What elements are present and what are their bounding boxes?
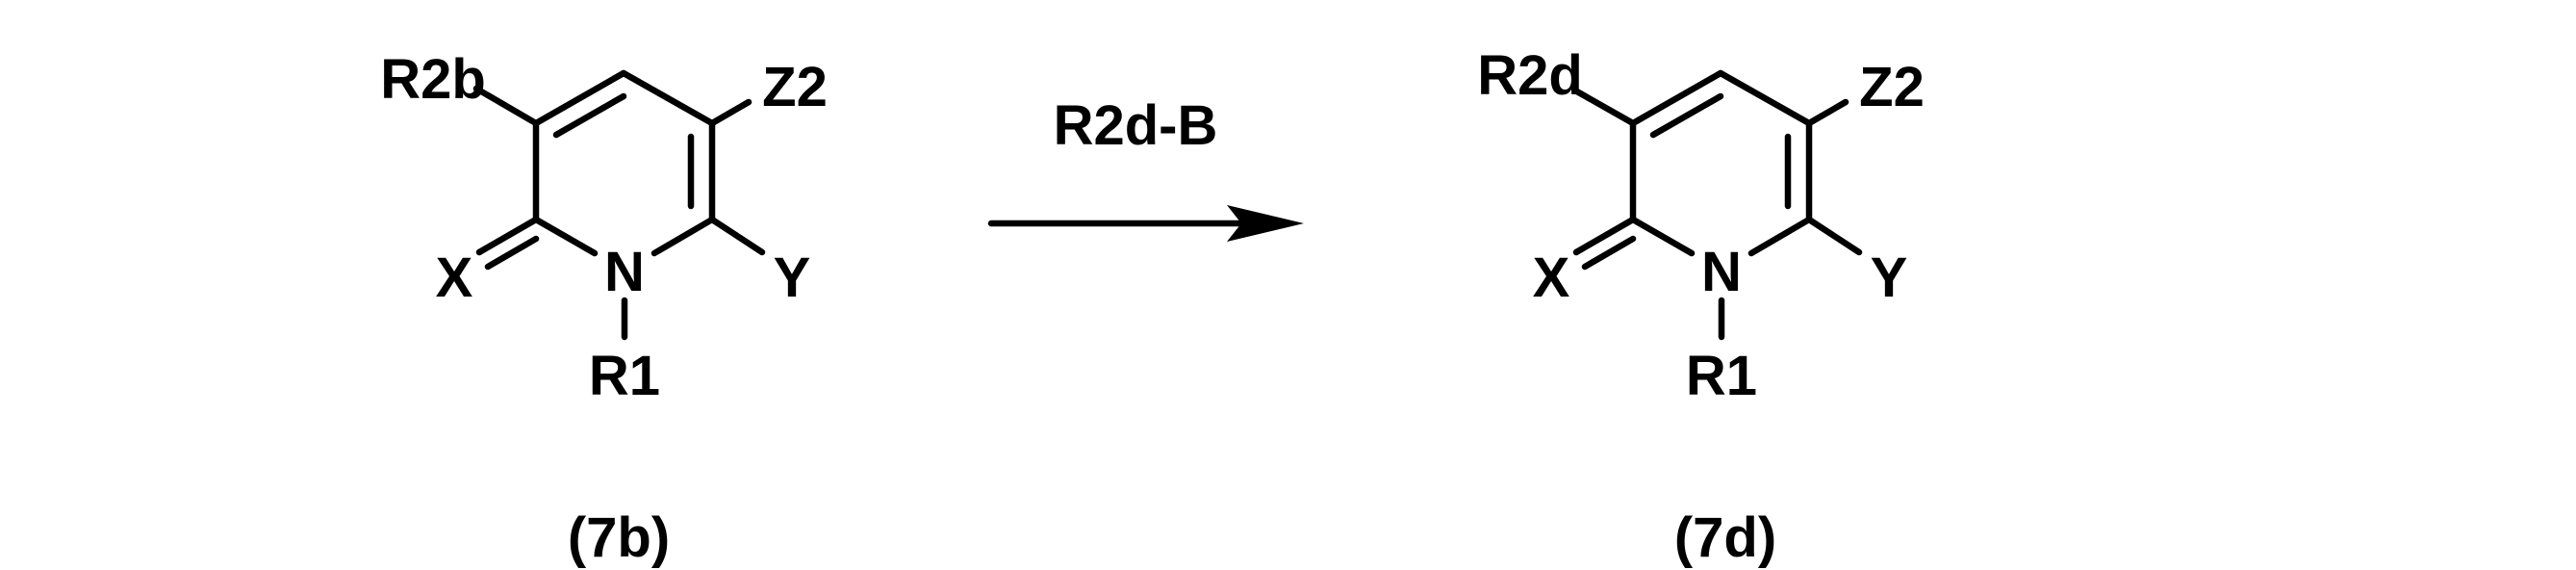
y-label: Y: [1871, 246, 1908, 309]
bond-c2-x-outer: [479, 220, 536, 252]
ring-bond-c2-n: [536, 220, 595, 253]
ring-bond-c4-c5: [624, 73, 712, 123]
reagent-label: R2d-B: [1054, 94, 1218, 157]
z2-label: Z2: [1859, 56, 1925, 118]
reactant-structure: R2b Z2 X Y N R1: [380, 48, 828, 407]
ring-nitrogen-label: N: [1701, 241, 1742, 303]
ring-bond-c4-c3: [536, 73, 624, 123]
x-label: X: [436, 246, 473, 309]
ring-bond-c4-c5: [1721, 73, 1809, 123]
bond-c6-y: [712, 220, 762, 252]
bond-c3-r2d: [1575, 91, 1633, 123]
r1-label: R1: [589, 345, 660, 407]
ring-bond-c2-n: [1633, 220, 1692, 253]
ring-bond-c4-c3-inner: [1653, 96, 1721, 135]
product-structure: R2d Z2 X Y N R1: [1477, 44, 1925, 407]
ring-bond-n-c6: [654, 220, 712, 253]
product-compound-label: (7d): [1674, 506, 1776, 569]
r2b-label: R2b: [380, 48, 486, 111]
bond-c6-y: [1809, 220, 1859, 252]
bond-c5-z2: [712, 102, 749, 123]
x-label: X: [1533, 246, 1570, 309]
y-label: Y: [774, 246, 811, 309]
reaction-arrow: [991, 205, 1304, 242]
r2d-label: R2d: [1477, 44, 1583, 107]
ring-bond-c4-c3: [1633, 73, 1721, 123]
bond-c5-z2: [1809, 102, 1846, 123]
ring-bond-n-c6: [1751, 220, 1809, 253]
r1-label: R1: [1686, 345, 1757, 407]
z2-label: Z2: [762, 56, 828, 118]
ring-nitrogen-label: N: [604, 241, 645, 303]
ring-bond-c4-c3-inner: [556, 96, 624, 135]
reactant-compound-label: (7b): [568, 506, 670, 569]
bond-c2-x-outer: [1576, 220, 1633, 252]
